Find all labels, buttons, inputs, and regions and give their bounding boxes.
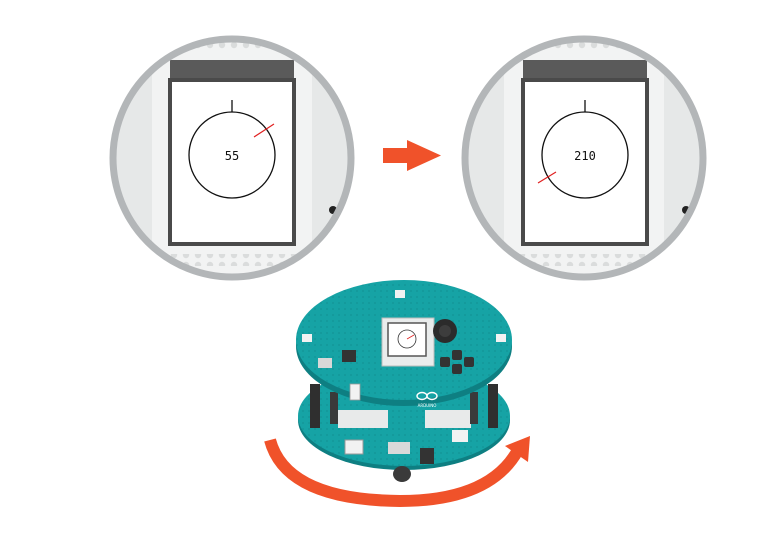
robot-top-board: ARDUINO <box>296 280 512 408</box>
left-display-zoom: 55 <box>109 35 355 281</box>
arduino-robot: ARDUINO <box>296 280 512 482</box>
left-dial-needle <box>253 123 275 138</box>
curved-rotation-arrow-icon <box>264 436 530 508</box>
right-arrow-icon <box>383 140 441 171</box>
left-dial-value: 55 <box>225 149 239 163</box>
robot-standoffs <box>310 384 498 428</box>
right-zoom-ring <box>461 35 707 281</box>
right-dial-value: 210 <box>574 149 596 163</box>
left-zoom-ring <box>109 35 355 281</box>
left-screen: 55 <box>168 60 296 246</box>
arduino-logo-text: ARDUINO <box>418 403 437 408</box>
right-dial-needle <box>537 171 557 184</box>
right-screen: 210 <box>521 60 649 246</box>
right-display-zoom: 210 <box>461 35 707 281</box>
arduino-infinity-logo: ARDUINO <box>416 391 438 408</box>
